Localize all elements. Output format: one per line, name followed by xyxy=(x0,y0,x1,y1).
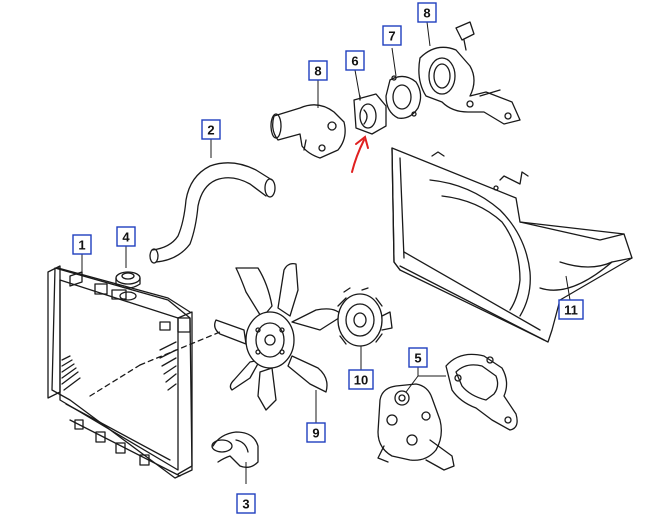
callout-label-2: 2 xyxy=(207,123,214,138)
water-inlet-housing xyxy=(418,21,521,125)
callout-4: 4 xyxy=(116,226,136,247)
callout-label-1: 1 xyxy=(78,238,85,253)
callout-label-3: 3 xyxy=(242,497,249,512)
callout-label-4: 4 xyxy=(122,230,130,245)
callout-label-8-inlet: 8 xyxy=(423,6,430,21)
leader-lines xyxy=(81,21,571,484)
cooling-fan xyxy=(214,262,343,411)
callout-11: 11 xyxy=(558,299,584,320)
water-pump-gasket xyxy=(445,353,518,431)
callout-label-5: 5 xyxy=(414,351,421,366)
callout-label-6: 6 xyxy=(351,54,358,69)
callout-5: 5 xyxy=(408,347,428,368)
radiator xyxy=(47,265,221,479)
radiator-cap xyxy=(115,271,141,289)
callout-7: 7 xyxy=(382,25,402,46)
callout-label-10: 10 xyxy=(354,373,368,388)
fan-clutch xyxy=(337,287,393,347)
red-annotation-arrow xyxy=(351,135,369,173)
water-outlet xyxy=(270,104,346,159)
callout-3: 3 xyxy=(236,493,256,514)
callout-8-inlet: 8 xyxy=(417,2,437,23)
callout-label-9: 9 xyxy=(312,426,319,441)
callout-1: 1 xyxy=(72,234,92,255)
upper-radiator-hose xyxy=(149,162,276,264)
callout-label-7: 7 xyxy=(388,29,395,44)
callout-10: 10 xyxy=(348,369,374,390)
callout-label-8-outlet: 8 xyxy=(314,64,321,79)
callout-8-outlet: 8 xyxy=(308,60,328,81)
callout-9: 9 xyxy=(306,422,326,443)
callout-6: 6 xyxy=(345,50,365,71)
lower-radiator-hose xyxy=(211,431,259,468)
thermostat xyxy=(353,93,387,135)
callout-2: 2 xyxy=(201,119,221,140)
thermostat-gasket xyxy=(385,75,422,119)
callout-label-11: 11 xyxy=(564,303,578,318)
fan-shroud xyxy=(391,147,633,343)
water-pump xyxy=(377,383,455,471)
